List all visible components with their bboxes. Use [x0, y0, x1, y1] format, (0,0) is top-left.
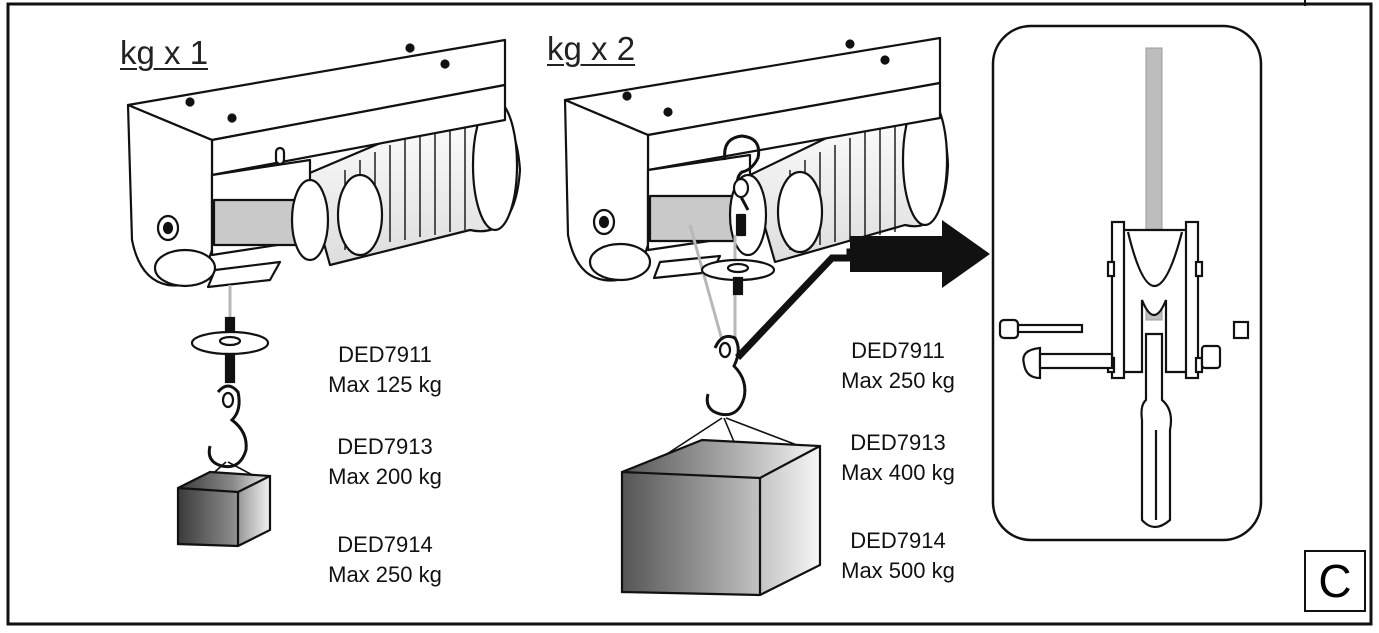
spec-max-load: Max 125 kg	[328, 372, 442, 397]
panel-frame	[6, 0, 1373, 626]
double-line-rigging	[620, 224, 854, 597]
single-line-heading: kg x 1	[120, 34, 209, 71]
double-line-spec-dED7913: DED7913 Max 400 kg	[818, 428, 978, 488]
detail-arrow-icon	[850, 220, 990, 288]
single-line-spec-dED7914: DED7914 Max 250 kg	[305, 530, 465, 590]
spec-model: DED7911	[338, 342, 432, 367]
single-line-spec-dED7913: DED7913 Max 200 kg	[305, 432, 465, 492]
spec-max-load: Max 500 kg	[841, 558, 955, 583]
spec-model: DED7914	[850, 528, 946, 553]
spec-max-load: Max 250 kg	[328, 562, 442, 587]
spec-model: DED7911	[851, 338, 945, 363]
double-line-heading: kg x 2	[547, 30, 636, 67]
panel-letter: C	[1304, 550, 1366, 612]
single-line-rigging	[176, 285, 272, 548]
spec-model: DED7913	[337, 434, 433, 459]
single-line-spec-dED7911: DED7911 Max 125 kg	[305, 340, 465, 400]
double-line-spec-dED7914: DED7914 Max 500 kg	[818, 526, 978, 586]
spec-model: DED7914	[337, 532, 433, 557]
pulley-detail-inset	[991, 24, 1263, 542]
spec-model: DED7913	[850, 430, 946, 455]
hoist-single-line	[126, 38, 522, 289]
spec-max-load: Max 250 kg	[841, 368, 955, 393]
spec-max-load: Max 400 kg	[841, 460, 955, 485]
double-line-spec-dED7911: DED7911 Max 250 kg	[818, 336, 978, 396]
spec-max-load: Max 200 kg	[328, 464, 442, 489]
